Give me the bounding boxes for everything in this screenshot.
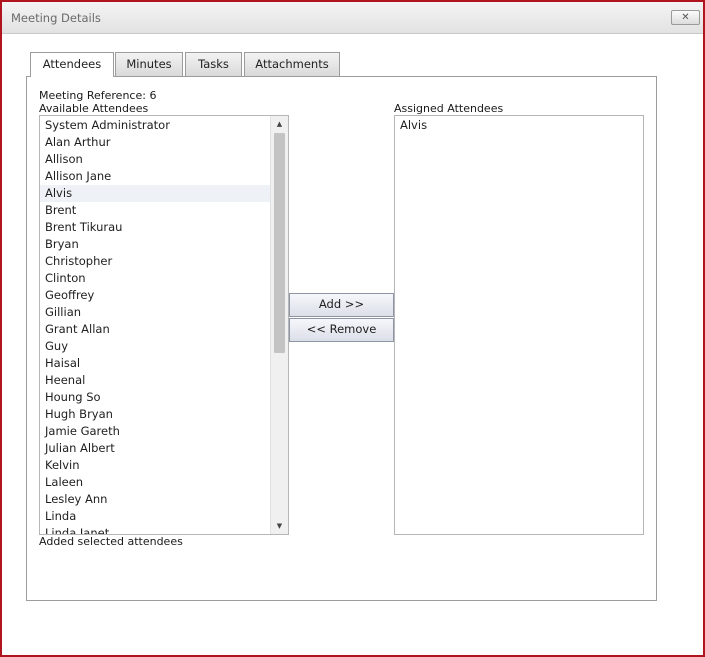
status-message: Added selected attendees — [39, 535, 183, 548]
tab-minutes[interactable]: Minutes — [115, 52, 183, 76]
list-item[interactable]: Alan Arthur — [45, 135, 111, 149]
remove-button[interactable]: << Remove — [289, 318, 394, 342]
list-item[interactable]: Brent Tikurau — [45, 220, 123, 234]
list-item[interactable]: Heenal — [45, 373, 86, 387]
list-item[interactable]: Julian Albert — [45, 441, 115, 455]
add-button[interactable]: Add >> — [289, 293, 394, 317]
list-item[interactable]: Houng So — [45, 390, 101, 404]
title-bar: Meeting Details ✕ — [2, 2, 703, 34]
available-list-scrollbar[interactable]: ▲ ▼ — [270, 116, 288, 534]
scroll-down-icon[interactable]: ▼ — [276, 522, 283, 530]
scroll-thumb[interactable] — [274, 133, 285, 353]
list-item[interactable]: Allison — [45, 152, 83, 166]
list-item[interactable]: Kelvin — [45, 458, 80, 472]
list-item[interactable]: Laleen — [45, 475, 84, 489]
tab-attachments[interactable]: Attachments — [244, 52, 340, 76]
list-item[interactable]: Linda Janet — [45, 526, 110, 535]
list-item[interactable]: Christopher — [45, 254, 113, 268]
assigned-attendees-items: Alvis — [395, 116, 643, 134]
list-item[interactable]: System Administrator — [45, 118, 170, 132]
list-item[interactable]: Hugh Bryan — [45, 407, 113, 421]
list-item[interactable]: Lesley Ann — [45, 492, 108, 506]
close-button[interactable]: ✕ — [671, 10, 700, 25]
list-item[interactable]: Alvis — [400, 118, 428, 132]
dialog-title: Meeting Details — [11, 11, 101, 25]
close-icon: ✕ — [681, 12, 690, 23]
list-item[interactable]: Gillian — [45, 305, 82, 319]
list-item[interactable]: Brent — [45, 203, 77, 217]
assigned-attendees-list[interactable]: Alvis — [394, 115, 644, 535]
list-item[interactable]: Geoffrey — [45, 288, 95, 302]
list-item[interactable]: Haisal — [45, 356, 81, 370]
tab-attendees[interactable]: Attendees — [30, 52, 114, 77]
list-item[interactable]: Grant Allan — [45, 322, 110, 336]
list-item[interactable]: Alvis — [40, 185, 272, 202]
assigned-attendees-label: Assigned Attendees — [394, 102, 504, 115]
scroll-up-icon[interactable]: ▲ — [276, 120, 283, 128]
list-item[interactable]: Guy — [45, 339, 69, 353]
list-item[interactable]: Bryan — [45, 237, 79, 251]
tab-tasks[interactable]: Tasks — [185, 52, 242, 76]
available-attendees-label: Available Attendees — [39, 102, 149, 115]
list-item[interactable]: Clinton — [45, 271, 86, 285]
list-item[interactable]: Allison Jane — [45, 169, 112, 183]
list-item[interactable]: Linda — [45, 509, 77, 523]
list-item[interactable]: Jamie Gareth — [45, 424, 120, 438]
meeting-reference: Meeting Reference: 6 — [39, 89, 157, 102]
